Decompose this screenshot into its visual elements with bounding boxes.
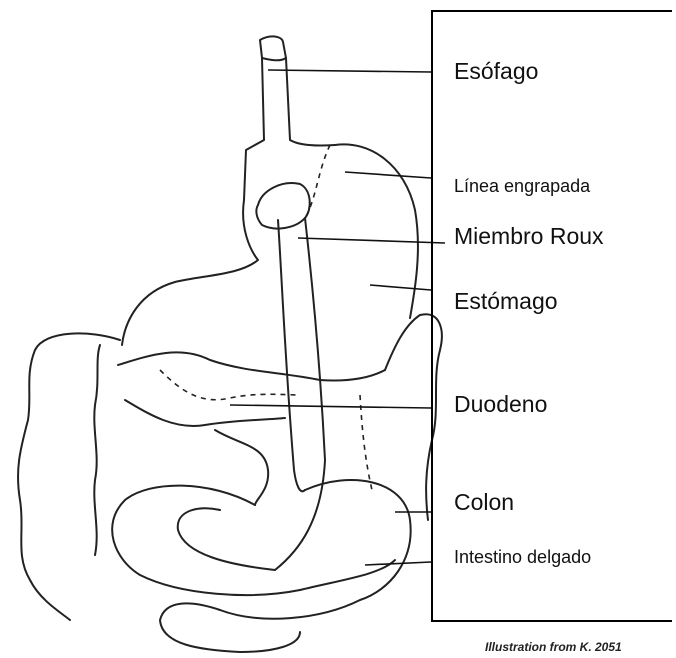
label-esophagus: Esófago xyxy=(454,58,538,85)
label-duodenum: Duodeno xyxy=(454,391,547,418)
duodenum-drawing xyxy=(118,352,385,505)
leader-duodenum xyxy=(230,405,431,408)
leader-roux-limb xyxy=(298,238,445,243)
leader-esophagus xyxy=(268,70,431,72)
esophagus-drawing xyxy=(244,36,335,200)
illustration-credit: Illustration from K. 2051 xyxy=(485,640,622,654)
colon-drawing xyxy=(18,314,442,620)
label-roux-limb: Miembro Roux xyxy=(454,223,604,250)
label-small-intestine: Intestino delgado xyxy=(454,547,591,568)
leader-staple-line xyxy=(345,172,431,178)
leader-stomach xyxy=(370,285,431,290)
label-panel xyxy=(431,10,672,622)
label-staple-line: Línea engrapada xyxy=(454,176,590,197)
label-stomach: Estómago xyxy=(454,288,558,315)
small-intestine-drawing xyxy=(112,480,410,652)
leader-small-intestine xyxy=(365,562,431,565)
label-colon: Colon xyxy=(454,489,514,516)
